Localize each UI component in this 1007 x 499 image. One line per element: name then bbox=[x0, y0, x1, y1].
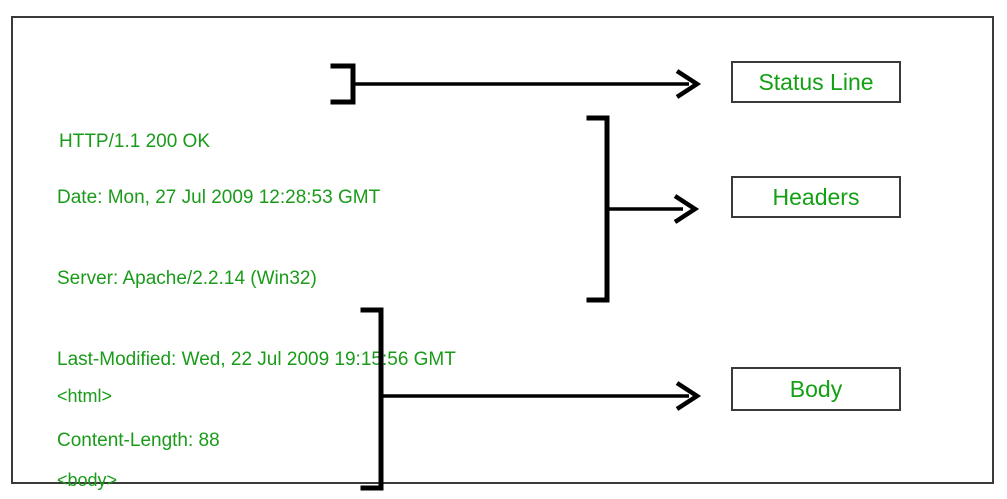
arrow-head-body bbox=[675, 381, 702, 411]
status-line-text-block: HTTP/1.1 200 OK bbox=[59, 74, 210, 209]
header-row-last-modified: Last-Modified: Wed, 22 Jul 2009 19:15:56… bbox=[57, 349, 456, 370]
header-row-server: Server: Apache/2.2.14 (Win32) bbox=[57, 268, 317, 289]
arrow-head-status-line bbox=[675, 69, 702, 99]
connector-body bbox=[357, 304, 709, 496]
bracket-body bbox=[360, 307, 384, 491]
arrow-head-headers bbox=[673, 194, 700, 224]
label-box-status-line: Status Line bbox=[731, 61, 901, 103]
label-box-headers: Headers bbox=[731, 176, 901, 218]
label-box-body: Body bbox=[731, 367, 901, 411]
body-row-html-open: <html> bbox=[57, 386, 113, 406]
body-row-body-open: <body> bbox=[57, 470, 118, 490]
bracket-status-line bbox=[330, 63, 356, 105]
headers-text-block: Date: Mon, 27 Jul 2009 12:28:53 GMT Serv… bbox=[57, 130, 456, 499]
header-row-date: Date: Mon, 27 Jul 2009 12:28:53 GMT bbox=[57, 187, 381, 208]
header-row-content-length: Content-Length: 88 bbox=[57, 430, 220, 451]
bracket-headers bbox=[586, 115, 610, 303]
connector-headers bbox=[583, 110, 713, 308]
status-line-row: HTTP/1.1 200 OK bbox=[59, 131, 211, 152]
body-text-block: <html> <body> <h1>Hello, World!</h1> </b… bbox=[57, 326, 247, 499]
connector-status-line bbox=[329, 58, 709, 114]
diagram-frame: HTTP/1.1 200 OK Date: Mon, 27 Jul 2009 1… bbox=[11, 16, 994, 491]
